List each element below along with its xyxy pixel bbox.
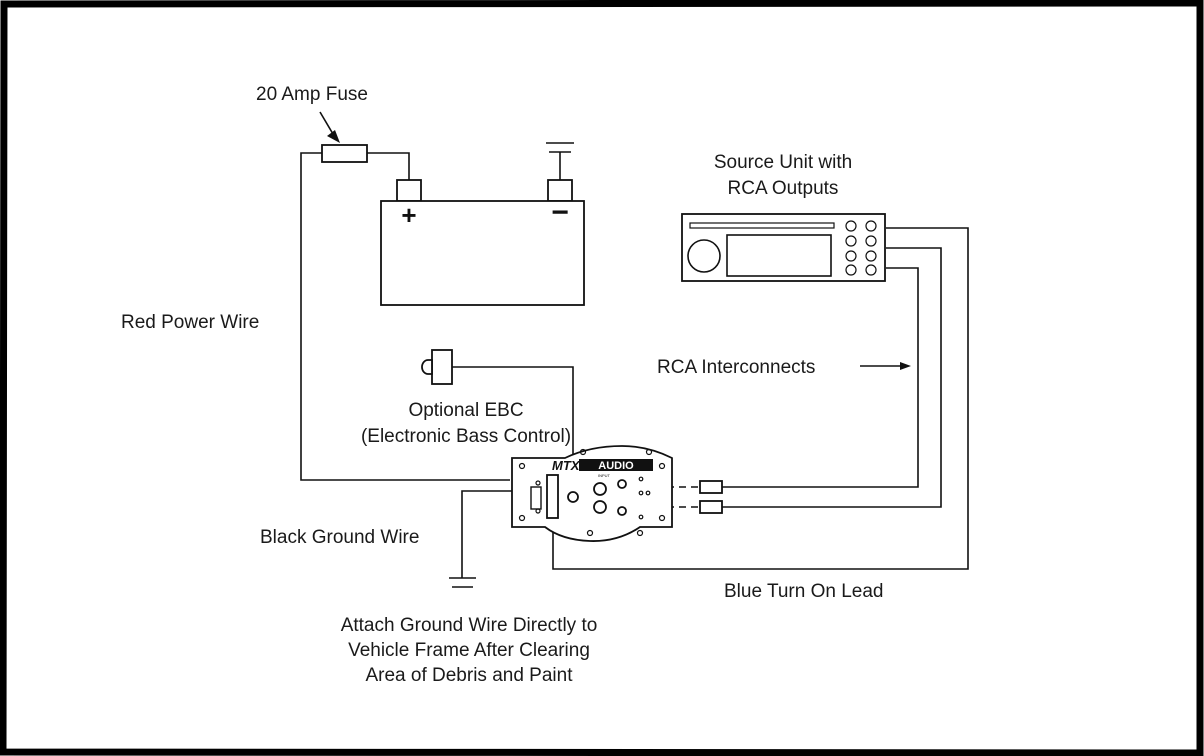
ground-note-line3: Area of Debris and Paint xyxy=(365,665,573,686)
amp-terminal-block xyxy=(546,474,559,519)
source-unit xyxy=(681,213,886,282)
car-battery: + − xyxy=(380,179,585,306)
amp-gain-knob xyxy=(593,482,607,496)
source-unit-label-line2: RCA Outputs xyxy=(728,178,839,199)
battery-positive-terminal xyxy=(396,179,422,202)
rca-interconnects-label: RCA Interconnects xyxy=(657,357,815,378)
fuse-to-battery-wire xyxy=(367,152,410,182)
amp-fuse-holder xyxy=(530,486,542,510)
source-unit-label-line1: Source Unit with xyxy=(714,152,852,173)
ebc-cable xyxy=(452,366,574,491)
ebc-label-line2: (Electronic Bass Control) xyxy=(361,426,571,447)
rca-plug-1 xyxy=(699,480,723,494)
red-power-wire xyxy=(300,152,510,481)
fuse xyxy=(319,111,368,163)
fuse-arrow-head xyxy=(327,130,340,143)
red-power-wire-label: Red Power Wire xyxy=(121,312,259,333)
fuse-label: 20 Amp Fuse xyxy=(256,84,368,105)
rca-plugs xyxy=(699,480,723,514)
amp-crossover-knob xyxy=(593,500,607,514)
amp-brand-plate xyxy=(579,459,653,471)
rca-interconnect-2 xyxy=(722,247,942,508)
rca-arrow-head xyxy=(900,362,911,370)
source-unit-buttons xyxy=(845,220,877,276)
ground-note-line2: Vehicle Frame After Clearing xyxy=(348,640,590,661)
cd-slot xyxy=(689,222,835,229)
amp-brand-audio: AUDIO xyxy=(598,460,634,472)
ground-note-line1: Attach Ground Wire Directly to xyxy=(341,615,598,636)
battery-minus-label: − xyxy=(551,196,569,229)
black-ground-wire xyxy=(461,490,520,578)
ebc-label-line1: Optional EBC xyxy=(408,400,523,421)
display-window xyxy=(726,234,832,277)
amp-ebc-jack xyxy=(567,491,579,503)
blue-turn-on-lead-label: Blue Turn On Lead xyxy=(724,581,884,602)
amp-input-label: INPUT xyxy=(598,473,611,478)
frame-ground-symbol xyxy=(449,577,476,588)
battery-ground-symbol xyxy=(546,142,574,153)
battery-plus-label: + xyxy=(401,200,416,230)
amplifier: MTX AUDIO INPUT xyxy=(511,445,673,542)
wires xyxy=(300,152,969,578)
amp-brand-mtx: MTX xyxy=(552,458,581,473)
rca-interconnect-1 xyxy=(722,267,919,488)
ebc-remote xyxy=(421,349,453,385)
battery-body xyxy=(380,200,585,306)
volume-knob xyxy=(687,239,721,273)
blue-turn-on-lead xyxy=(552,227,969,570)
rca-plug-2 xyxy=(699,500,723,514)
black-ground-wire-label: Black Ground Wire xyxy=(260,527,419,548)
